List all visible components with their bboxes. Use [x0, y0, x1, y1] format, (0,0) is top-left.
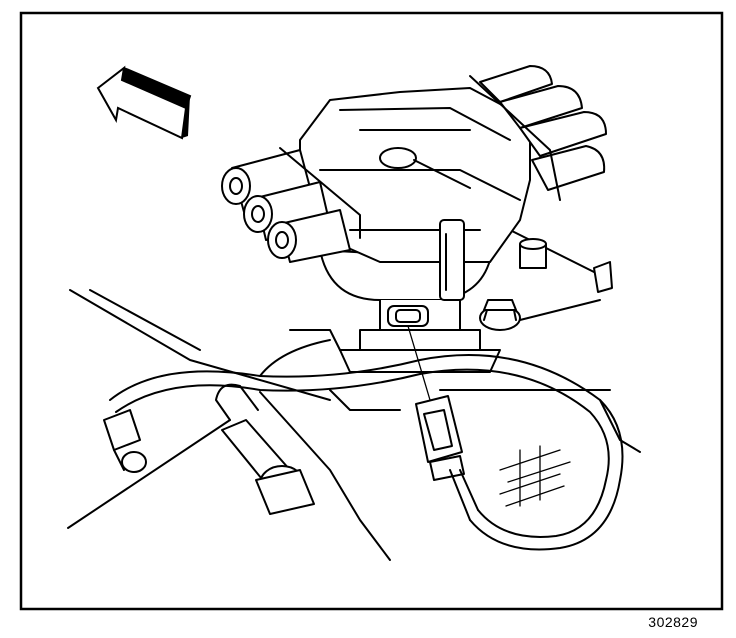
harness-connector [415, 395, 465, 481]
engine-block-lines [67, 229, 611, 561]
lower-sensor [215, 383, 315, 515]
distributor-connector [387, 305, 431, 401]
cap-side-fittings [519, 238, 613, 293]
hold-down-bolt [479, 299, 521, 331]
left-spark-plug-towers [221, 147, 361, 263]
left-harness-clip [103, 409, 147, 473]
right-spark-plug-towers [469, 65, 607, 201]
front-direction-arrow [96, 65, 192, 140]
distributor-sensor-post [439, 219, 465, 301]
figure-id-label: 302829 [648, 614, 698, 630]
distributor-cap [299, 87, 531, 263]
wiring-harness [109, 329, 641, 551]
figure-frame [19, 11, 724, 611]
